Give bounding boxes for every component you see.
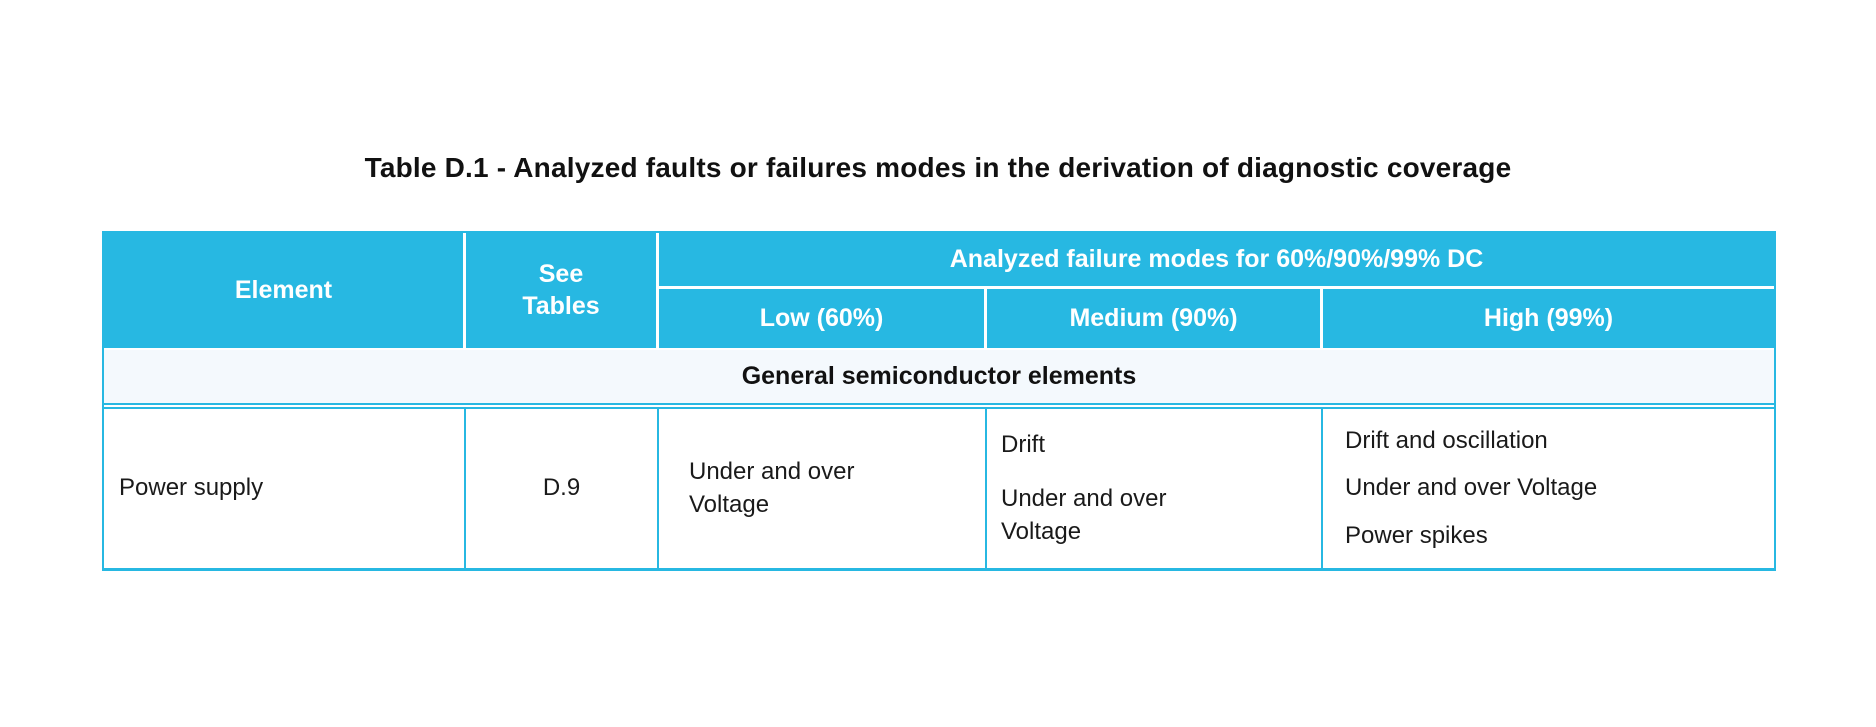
column-header-see-tables: See Tables (466, 233, 659, 348)
cell-failure-modes-medium: Drift Under and over Voltage (987, 407, 1323, 568)
column-header-high-99: High (99%) (1323, 289, 1774, 348)
column-header-medium-90: Medium (90%) (987, 289, 1323, 348)
column-header-analyzed-failure-modes: Analyzed failure modes for 60%/90%/99% D… (659, 233, 1774, 289)
failure-mode-item: Drift and oscillation (1345, 426, 1548, 454)
column-header-element: Element (104, 233, 466, 348)
section-row-general-semiconductor-elements: General semiconductor elements (104, 348, 1774, 405)
column-header-low-60: Low (60%) (659, 289, 987, 348)
cell-see-tables-text: D.9 (542, 474, 581, 502)
cell-see-tables: D.9 (466, 407, 659, 568)
failure-mode-item: Under and over Voltage (689, 458, 855, 518)
cell-element: Power supply (104, 407, 466, 568)
failure-mode-item: Drift (1001, 430, 1045, 458)
failure-mode-item: Under and over Voltage (1345, 474, 1598, 502)
failure-mode-item: Under and over Voltage (1001, 485, 1167, 545)
cell-failure-modes-high: Drift and oscillation Under and over Vol… (1323, 407, 1774, 568)
diagnostic-coverage-table: Element See Tables Analyzed failure mode… (102, 231, 1776, 571)
failure-mode-item: Power spikes (1345, 521, 1488, 549)
table-title: Table D.1 - Analyzed faults or failures … (364, 152, 1512, 183)
cell-failure-modes-low: Under and over Voltage (659, 407, 987, 568)
cell-element-text: Power supply (119, 474, 264, 502)
row-divider-gap (104, 405, 1774, 407)
